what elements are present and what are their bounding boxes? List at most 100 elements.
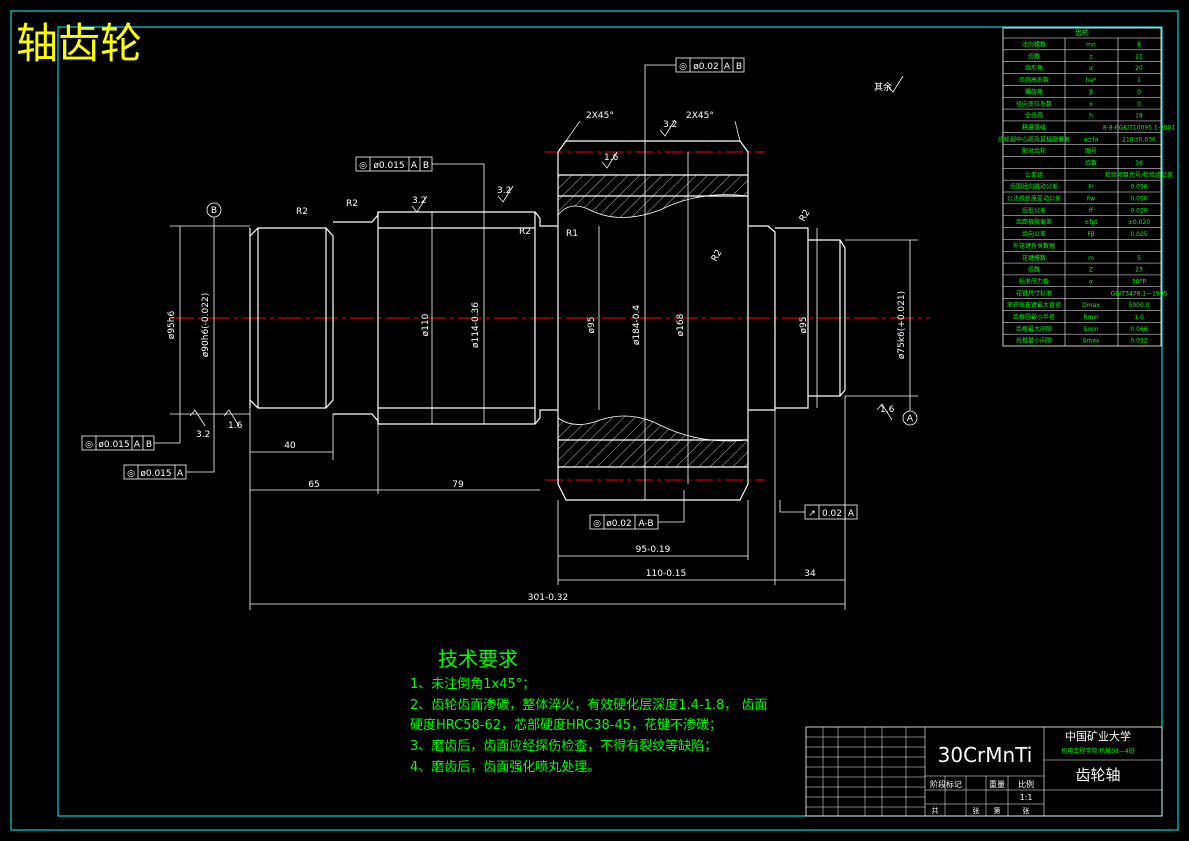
param-cell: 精度等级: [1022, 123, 1046, 131]
svg-text:第: 第: [994, 806, 1001, 815]
svg-text:ø0.02: ø0.02: [606, 519, 632, 529]
tol-frame-top: ◎ ø0.02 A B: [644, 57, 745, 141]
dim-d75: ø75k6(+0.021): [897, 291, 907, 359]
dim-len-95: 95-0.19: [636, 545, 671, 555]
param-cell: GB/T3478.1—1995: [1111, 290, 1168, 297]
param-cell: 5000.0: [1129, 302, 1150, 309]
param-cell: 渐开线花键最大直径: [1007, 301, 1061, 309]
param-cell: 0.056: [1130, 184, 1147, 191]
param-cell: 齿形公差: [1022, 206, 1046, 214]
param-cell: 0.050: [1130, 196, 1147, 203]
svg-text:张: 张: [1023, 806, 1030, 815]
dim-len-79: 79: [452, 480, 464, 490]
dim-d95b: ø95: [799, 317, 809, 334]
rough-32-b: 3.2: [497, 186, 511, 196]
param-cell: 齿根最大间隙: [1016, 325, 1052, 333]
svg-text:◎: ◎: [593, 519, 601, 529]
param-cell: 齿轮副中心距及其极限偏差: [998, 135, 1070, 143]
chamfer-right: 2X45°: [686, 111, 714, 121]
param-cell: Z: [1089, 267, 1093, 274]
tol-frame-left2: ◎ ø0.015 A: [123, 408, 215, 480]
dim-d184: ø184-0.4: [632, 305, 642, 346]
param-cell: α: [1089, 278, 1093, 285]
param-cell: 0.020: [1130, 207, 1147, 214]
shaft-outline: [249, 140, 846, 501]
tech-line-5: 4、磨齿后，齿面强化喷丸处理。: [410, 760, 600, 775]
svg-text:A: A: [177, 469, 184, 479]
svg-text:B: B: [423, 161, 429, 171]
svg-text:ø0.015: ø0.015: [373, 161, 404, 171]
svg-text:共: 共: [932, 806, 939, 815]
gear-hatch: [557, 174, 749, 468]
radius-r2-e: R2: [798, 208, 813, 223]
param-cell: 0.025: [1130, 231, 1147, 238]
param-cell: 径向变位系数: [1016, 100, 1052, 108]
datum-a-marker: A: [902, 396, 918, 426]
param-cell: 0: [1137, 89, 1141, 96]
param-cell: 20: [1135, 65, 1143, 72]
drawing-title: 轴齿轮: [16, 19, 142, 68]
dim-d90h6: ø90h6(-0.022): [201, 293, 211, 357]
param-cell: ±fpt: [1084, 219, 1098, 226]
param-cell: 30°P: [1132, 278, 1147, 285]
param-cell: 齿数: [1085, 159, 1097, 167]
param-cell: 螺旋角: [1025, 88, 1043, 96]
param-cell: ±0.020: [1128, 219, 1150, 226]
param-cell: ha*: [1086, 77, 1096, 84]
dim-d95a: ø95: [587, 317, 597, 334]
svg-text:ø0.015: ø0.015: [140, 469, 171, 479]
svg-text:↗: ↗: [808, 509, 816, 519]
radius-r2-b: R2: [346, 199, 358, 209]
param-cell: h: [1089, 113, 1093, 120]
dim-len-40: 40: [284, 441, 296, 451]
svg-text:◎: ◎: [127, 469, 135, 479]
param-cell: 检验项目代号/检验组公差: [1105, 171, 1173, 179]
param-cell: 花键尺寸标准: [1016, 289, 1052, 297]
rough-32-a: 3.2: [412, 196, 426, 206]
svg-text:0.02: 0.02: [822, 509, 842, 519]
param-cell: z: [1089, 53, 1092, 60]
param-cell: α: [1089, 65, 1093, 72]
tech-heading: 技术要求: [438, 647, 518, 671]
param-cell: 8-8-8GK/T10095.1-2001: [1103, 124, 1175, 131]
param-cell: 8: [1137, 42, 1141, 49]
rough-16-c: 1.6: [880, 405, 895, 415]
dim-len-301: 301-0.32: [528, 593, 568, 603]
param-cell: ff: [1089, 207, 1094, 214]
tech-line-2: 2、齿轮齿面渗碳，整体淬火，有效硬化层深度1.4-1.8， 齿面: [410, 697, 767, 713]
tech-requirements: 技术要求 1、未注倒角1x45°； 2、齿轮齿面渗碳，整体淬火，有效硬化层深度1…: [410, 647, 767, 775]
param-cell: 花键模数: [1022, 254, 1046, 262]
rough-32-c: 3.2: [663, 120, 677, 130]
param-cell: 齿顶高系数: [1019, 76, 1049, 84]
param-cell: 外花键有关数据: [1013, 242, 1055, 250]
rough-16-b: 1.6: [228, 421, 243, 431]
tb-school: 中国矿业大学: [1065, 729, 1131, 743]
tol-frame-mid: ◎ ø0.015 A B: [355, 156, 485, 212]
tech-line-3: 硬度HRC58-62，芯部硬度HRC38-45，花键不渗碳；: [410, 717, 722, 733]
dim-len-34: 34: [804, 569, 816, 579]
param-cell: 齿数: [1028, 266, 1040, 274]
param-cell: 法向模数: [1022, 41, 1046, 49]
diameter-dims: [170, 141, 918, 500]
param-cell: 0.066: [1130, 326, 1147, 333]
param-cell: 齿根最小间隙: [1016, 337, 1052, 345]
param-cell: 5: [1137, 255, 1141, 262]
param-cell: β: [1089, 89, 1093, 96]
dim-d168: ø168: [676, 313, 686, 336]
tb-material: 30CrMnTi: [938, 743, 1033, 767]
length-dims: [249, 396, 846, 610]
param-cell: 配对齿轮: [1022, 147, 1046, 155]
param-cell: Smin: [1083, 326, 1098, 333]
svg-text:A: A: [411, 161, 418, 171]
tb-scale: 1:1: [1020, 793, 1033, 802]
tb-label-stage: 阶段标记: [930, 779, 962, 789]
inner-frame: [57, 26, 1163, 817]
tb-label-scale: 比例: [1018, 779, 1034, 789]
dim-len-65: 65: [308, 480, 319, 490]
radius-r2-c: R2: [519, 227, 531, 237]
tech-line-4: 3、磨齿后，齿面应经探伤检查，不得有裂纹等缺陷；: [410, 738, 717, 754]
svg-text:ø0.02: ø0.02: [693, 62, 719, 72]
param-cell: Rmin: [1083, 314, 1099, 321]
svg-text:◎: ◎: [359, 161, 367, 171]
radius-r2-a: R2: [296, 207, 308, 217]
